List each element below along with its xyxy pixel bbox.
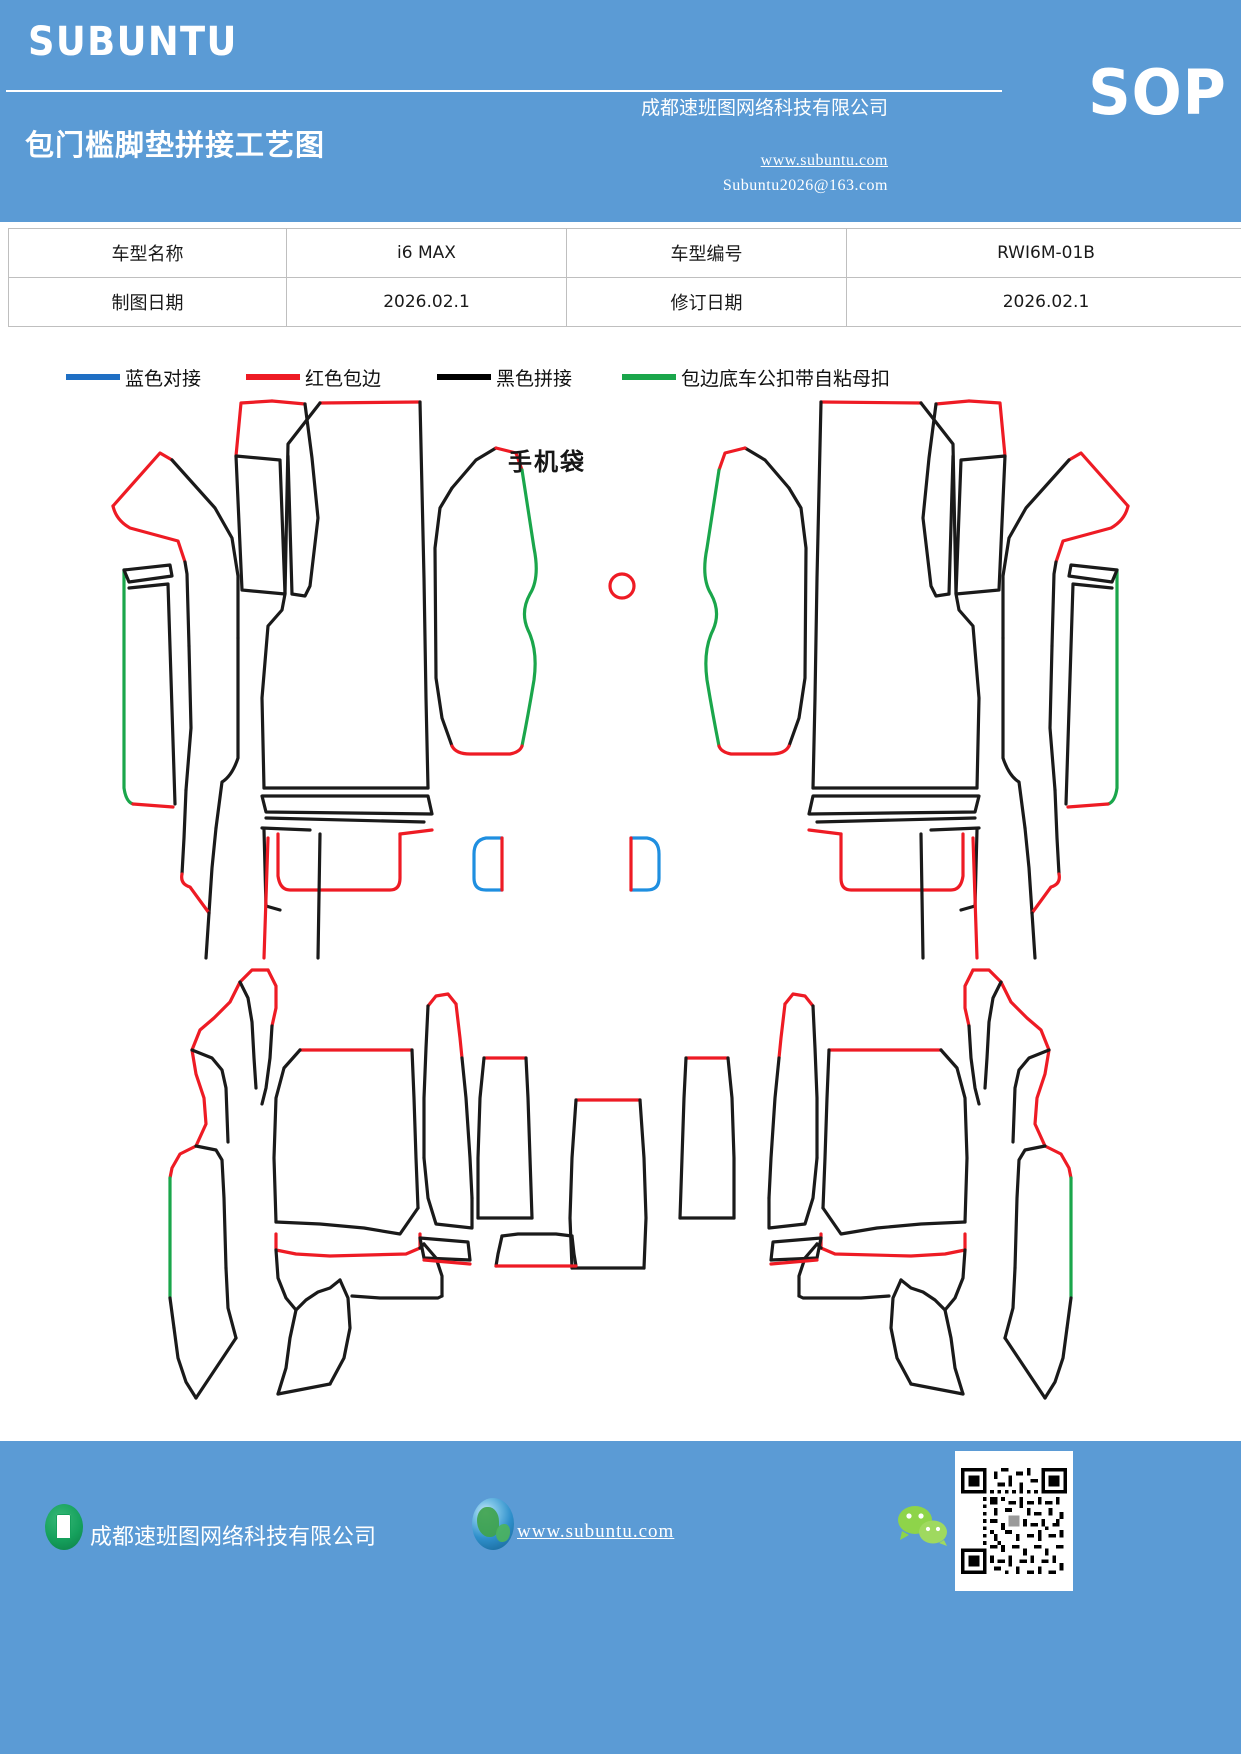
pattern-piece-rear-right-inner-strip [767, 992, 819, 1230]
header-email: Subuntu2026@163.com [722, 177, 888, 194]
label-draw-date: 制图日期 [8, 277, 287, 327]
legend-item-blue: 蓝色对接 [66, 364, 201, 391]
line-swatch-blue-icon [66, 374, 120, 380]
pattern-piece-left-skirt [262, 828, 434, 912]
legend-label-black: 黑色拼接 [496, 367, 573, 390]
pattern-piece-rear-right-outer [963, 968, 1073, 1330]
pattern-piece-right-center-thin [919, 832, 979, 960]
wechat-icon [898, 1506, 947, 1546]
line-swatch-black-icon [437, 374, 492, 380]
pattern-piece-left-tongue [433, 446, 538, 756]
pattern-piece-rear-right-mid-strip [678, 1056, 736, 1220]
line-swatch-green-icon [622, 374, 677, 380]
pattern-piece-right-sill-strip [1064, 563, 1119, 809]
footer-company-name: 成都速班图网络科技有限公司 [90, 1525, 377, 1550]
value-model-code: RWI6M-01B [846, 228, 1241, 278]
pattern-piece-rear-center-bottom [494, 1232, 578, 1268]
pattern-piece-right-tail [1023, 788, 1061, 960]
label-revision-date: 修订日期 [566, 277, 847, 327]
header-company-name: 成都速班图网络科技有限公司 [640, 97, 888, 119]
pattern-piece-left-outer [111, 451, 240, 830]
legend-label-green: 包边底车公扣带自粘母扣 [681, 367, 891, 390]
pattern-svg [111, 399, 1130, 1400]
legend-label-red: 红色包边 [305, 367, 382, 390]
pattern-piece-right-skirt [807, 828, 979, 912]
value-draw-date: 2026.02.1 [286, 277, 567, 327]
value-model-name: i6 MAX [286, 228, 567, 278]
phone-pocket-label: 手机袋 [508, 448, 586, 476]
header-website-link[interactable]: www.subuntu.com [760, 152, 888, 169]
pattern-piece-rear-left-inner-strip [422, 992, 474, 1230]
pattern-piece-rear-left-mid-strip [476, 1056, 534, 1220]
table-row: 制图日期 2026.02.1 修订日期 2026.02.1 [8, 277, 1241, 327]
vehicle-info-table: 车型名称 i6 MAX 车型编号 RWI6M-01B 制图日期 2026.02.… [8, 228, 1241, 327]
pattern-piece-rear-left-bottom-skirt [274, 1232, 444, 1396]
pattern-piece-left-main-panel [260, 400, 430, 790]
building-icon [45, 1504, 83, 1550]
phone-pocket-right-bracket [629, 836, 661, 892]
pattern-piece-left-sill-strip [122, 563, 177, 809]
legend-item-black: 黑色拼接 [437, 364, 572, 391]
table-row: 车型名称 i6 MAX 车型编号 RWI6M-01B [8, 228, 1241, 278]
pattern-piece-rear-right-bottom-skirt [797, 1232, 967, 1396]
footer-website-link[interactable]: www.subuntu.com [517, 1521, 675, 1542]
legend-item-green: 包边底车公扣带自粘母扣 [622, 364, 890, 391]
globe-icon [472, 1498, 514, 1550]
pattern-piece-left-center-thin [262, 832, 322, 960]
pattern-piece-rear-left-small-tab [418, 1236, 472, 1266]
pattern-piece-left-tail [180, 788, 218, 960]
qr-code [955, 1451, 1073, 1591]
value-revision-date: 2026.02.1 [846, 277, 1241, 327]
pattern-piece-right-outer [1001, 451, 1130, 830]
page-title: 包门槛脚垫拼接工艺图 [25, 128, 326, 162]
legend-item-red: 红色包边 [246, 364, 381, 391]
pattern-piece-rear-center [568, 1098, 648, 1270]
pattern-piece-right-rail [921, 399, 1007, 598]
legend: 蓝色对接 红色包边 黑色拼接 包边底车公扣带自粘母扣 [66, 362, 1066, 392]
line-swatch-red-icon [246, 374, 301, 380]
pattern-piece-right-cross-strip [807, 794, 981, 832]
pattern-piece-rear-left-panel [272, 1048, 420, 1236]
sop-badge: SOP [1088, 56, 1227, 129]
phone-pocket-left-bracket [472, 836, 504, 892]
pattern-piece-rear-left-tail-strip [172, 1266, 238, 1400]
pattern-piece-left-cross-strip [260, 794, 434, 832]
pattern-piece-right-tongue [608, 446, 808, 756]
legend-label-blue: 蓝色对接 [125, 367, 202, 390]
pattern-piece-rear-right-small-tab [769, 1236, 823, 1266]
pattern-piece-rear-left-outer [168, 968, 278, 1330]
pattern-piece-rear-right-tail-strip [1003, 1266, 1069, 1400]
label-model-name: 车型名称 [8, 228, 287, 278]
brand-logo: SUBUNTU [28, 19, 238, 65]
pattern-piece-right-main-panel [811, 400, 981, 790]
qr-code-image [961, 1468, 1067, 1574]
floor-mat-pattern-drawing [0, 398, 1241, 1428]
pattern-piece-left-rail [234, 399, 320, 598]
pattern-piece-rear-right-panel [821, 1048, 969, 1236]
header-divider [6, 90, 1002, 92]
label-model-code: 车型编号 [566, 228, 847, 278]
page-header: SUBUNTU 包门槛脚垫拼接工艺图 成都速班图网络科技有限公司 www.sub… [0, 0, 1241, 222]
